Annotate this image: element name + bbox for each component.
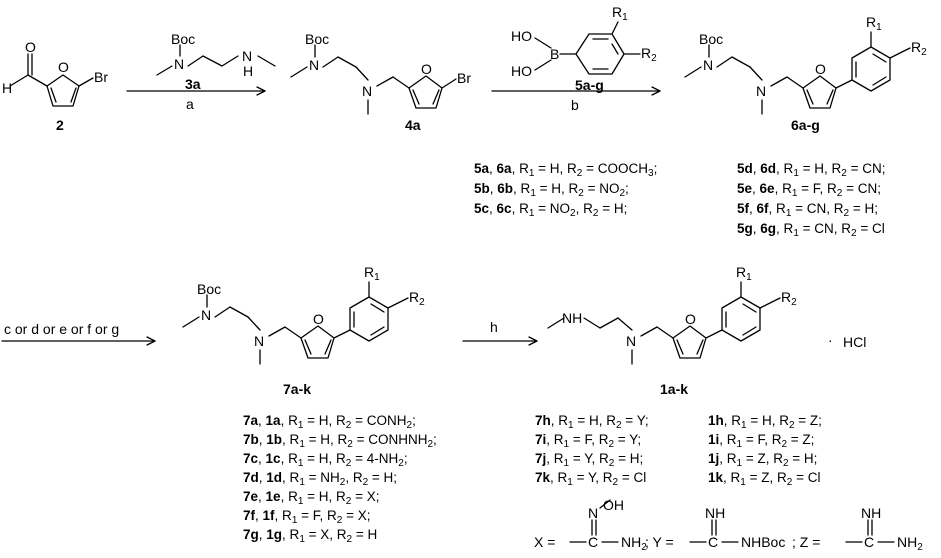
compound-6a-g-label: 6a-g	[791, 117, 820, 133]
atom-nhboc: NHBoc	[741, 534, 786, 550]
atom-n: N	[242, 48, 253, 64]
atom-n: N	[756, 83, 767, 99]
arrow-c-g	[1, 336, 156, 346]
condition-h: h	[490, 319, 498, 335]
atom-c: C	[864, 534, 875, 550]
compound-4a-label: 4a	[405, 117, 421, 133]
atom-o: O	[421, 61, 432, 77]
compound-1a-k-label: 1a-k	[660, 381, 689, 397]
atom-n: N	[588, 505, 599, 521]
atom-h: H	[243, 63, 254, 79]
atom-ho: HO	[511, 28, 532, 44]
def-x-label: X =	[534, 534, 556, 550]
arrow-h	[462, 336, 538, 346]
atom-nh: NH	[705, 505, 726, 521]
atom-n: N	[254, 333, 265, 349]
substituent-entry: 7h, R1 = H, R2 = Y;	[535, 413, 649, 431]
r2-label: R2	[409, 289, 425, 308]
compound-3a-label: 3a	[185, 76, 201, 92]
substituent-entry: 7b, 1b, R1 = H, R2 = CONHNH2;	[243, 432, 437, 450]
compound-5a-g-label: 5a-g	[575, 77, 604, 93]
atom-boc: Boc	[197, 281, 222, 297]
substituent-entry: 1i, R1 = F, R2 = Z;	[708, 432, 815, 450]
atom-o: O	[25, 39, 36, 55]
compound-7a-k-bonds	[182, 281, 409, 365]
substituent-entry: 5b, 6b, R1 = H, R2 = NO2;	[474, 181, 629, 199]
atom-br: Br	[457, 70, 471, 86]
arrow-a	[126, 86, 266, 96]
substituent-entry: 7k, R1 = Y, R2 = Cl	[535, 470, 647, 488]
hcl-label: HCl	[843, 334, 867, 350]
condition-c-to-g: c or d or e or f or g	[4, 321, 120, 337]
atom-boc: Boc	[171, 31, 196, 47]
r1-label: R1	[866, 14, 882, 33]
substituent-entry: 5a, 6a, R1 = H, R2 = COOCH3;	[474, 161, 658, 179]
arrow-b	[491, 86, 661, 96]
condition-a: a	[186, 96, 194, 112]
atom-n: N	[626, 333, 637, 349]
def-z-label: ; Z =	[792, 534, 821, 550]
atom-nh: NH	[861, 505, 882, 521]
atom-h: H	[2, 80, 13, 96]
r2-label: R2	[641, 45, 657, 64]
atom-c: C	[588, 534, 599, 550]
atom-boc: Boc	[699, 31, 724, 47]
atom-boc: Boc	[305, 31, 330, 47]
def-y-label: ; Y =	[645, 534, 674, 550]
substituent-entry: 5g, 6g, R1 = CN, R2 = Cl	[737, 221, 885, 239]
substituent-entry: 5c, 6c, R1 = NO2, R2 = H;	[474, 201, 628, 219]
atom-n: N	[174, 56, 185, 72]
atom-nh: NH	[562, 310, 583, 326]
substituent-entry: 7e, 1e, R1 = H, R2 = X;	[243, 489, 380, 507]
substituent-entry: 7d, 1d, R1 = NH2, R2 = H;	[243, 470, 398, 488]
substituent-entry: 7i, R1 = F, R2 = Y;	[535, 432, 642, 450]
atom-o: O	[313, 311, 324, 327]
substituent-entry: 1h, R1 = H, R2 = Z;	[708, 413, 822, 431]
r1-label: R1	[364, 264, 380, 283]
compound-4a-bonds	[290, 44, 457, 115]
fragment-y-bonds	[689, 519, 739, 543]
compound-6a-g-bonds	[684, 31, 911, 115]
atom-n: N	[703, 57, 714, 73]
atom-oh: OH	[603, 497, 624, 513]
atom-nh2: NH2	[897, 534, 923, 553]
atom-n: N	[309, 57, 320, 73]
substituent-entry: 1j, R1 = Z, R2 = H;	[708, 451, 818, 469]
atom-n: N	[201, 307, 212, 323]
fragment-z-bonds	[845, 519, 895, 543]
fragment-x-bonds	[569, 499, 619, 543]
substituent-entry: 7a, 1a, R1 = H, R2 = CONH2;	[243, 413, 416, 431]
atom-ho: HO	[511, 63, 532, 79]
compound-7a-k-label: 7a-k	[283, 381, 312, 397]
r2-label: R2	[781, 289, 797, 308]
substituent-entry: 5f, 6f, R1 = CN, R2 = H;	[737, 201, 878, 219]
substituent-entry: 7g, 1g, R1 = X, R2 = H	[243, 527, 378, 545]
substituent-entry: 5d, 6d, R1 = H, R2 = CN;	[737, 161, 886, 179]
compound-2-label: 2	[56, 117, 64, 133]
atom-nh2: NH2	[621, 534, 647, 553]
substituent-entry: 7j, R1 = Y, R2 = H;	[535, 451, 644, 469]
condition-b: b	[571, 97, 579, 113]
r1-label: R1	[612, 4, 628, 23]
dot-separator: ·	[828, 332, 833, 348]
atom-o: O	[815, 61, 826, 77]
substituent-entry: 1k, R1 = Z, R2 = Cl	[708, 470, 821, 488]
substituent-entry: 7f, 1f, R1 = F, R2 = X;	[243, 508, 371, 526]
atom-o: O	[58, 59, 69, 75]
atom-c: C	[708, 534, 719, 550]
atom-br: Br	[94, 69, 108, 85]
reagent-3a-bonds	[156, 44, 276, 76]
r1-label: R1	[736, 264, 752, 283]
compound-2-bonds	[9, 53, 94, 107]
boronic-acid-5a-g-bonds	[534, 21, 641, 75]
atom-b: B	[550, 46, 560, 62]
substituent-entry: 7c, 1c, R1 = H, R2 = 4-NH2;	[243, 451, 408, 469]
atom-n: N	[362, 83, 373, 99]
substituent-entry: 5e, 6e, R1 = F, R2 = CN;	[737, 181, 881, 199]
r2-label: R2	[911, 39, 927, 58]
atom-o: O	[685, 311, 696, 327]
compound-1a-k-bonds	[547, 281, 781, 365]
